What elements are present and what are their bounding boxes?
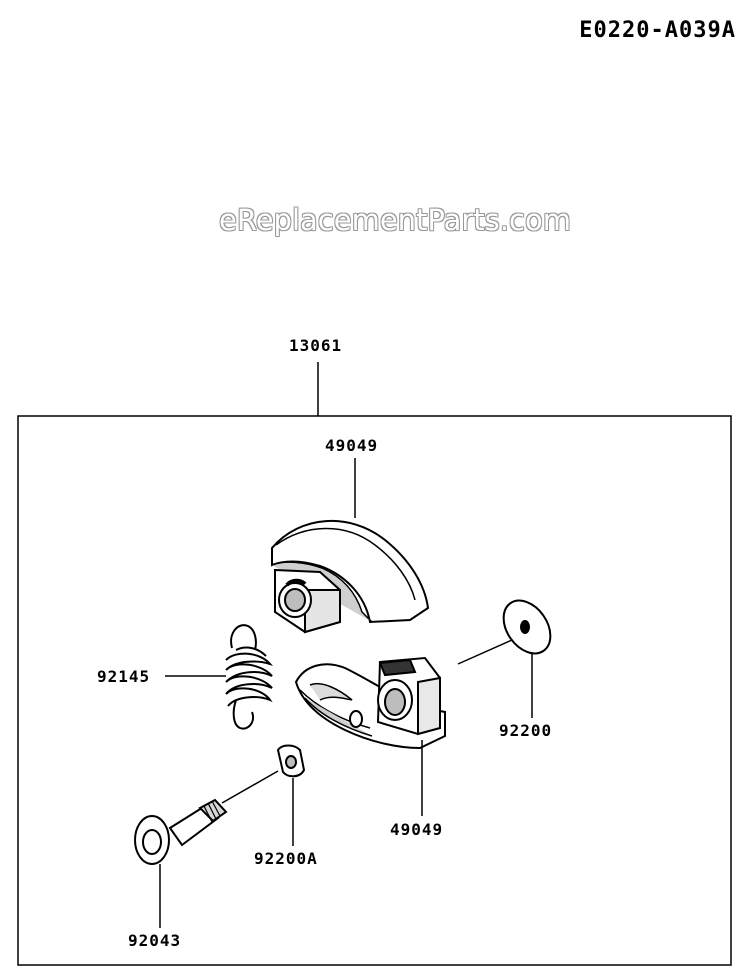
pin-icon bbox=[134, 798, 228, 865]
part-label-92145: 92145 bbox=[97, 667, 151, 686]
part-label-92200: 92200 bbox=[499, 721, 553, 740]
part-label-49049-lower: 49049 bbox=[390, 820, 444, 839]
washer-small-icon bbox=[276, 744, 306, 778]
clutch-shoe-upper-icon bbox=[271, 520, 430, 634]
leader-pin-pointer bbox=[221, 770, 279, 804]
watermark: eReplacementParts.com bbox=[219, 203, 571, 237]
assembly-label: 13061 bbox=[289, 336, 343, 355]
clutch-shoe-lower-icon bbox=[294, 656, 446, 750]
part-label-92043: 92043 bbox=[128, 931, 182, 950]
assembly-frame bbox=[17, 415, 732, 966]
diagram-code: E0220-A039A bbox=[579, 18, 736, 43]
spring-icon bbox=[225, 624, 274, 730]
part-label-92200A: 92200A bbox=[254, 849, 318, 868]
leader-92200-pointer bbox=[457, 639, 513, 665]
part-label-49049-upper: 49049 bbox=[325, 436, 379, 455]
washer-icon bbox=[502, 599, 552, 655]
